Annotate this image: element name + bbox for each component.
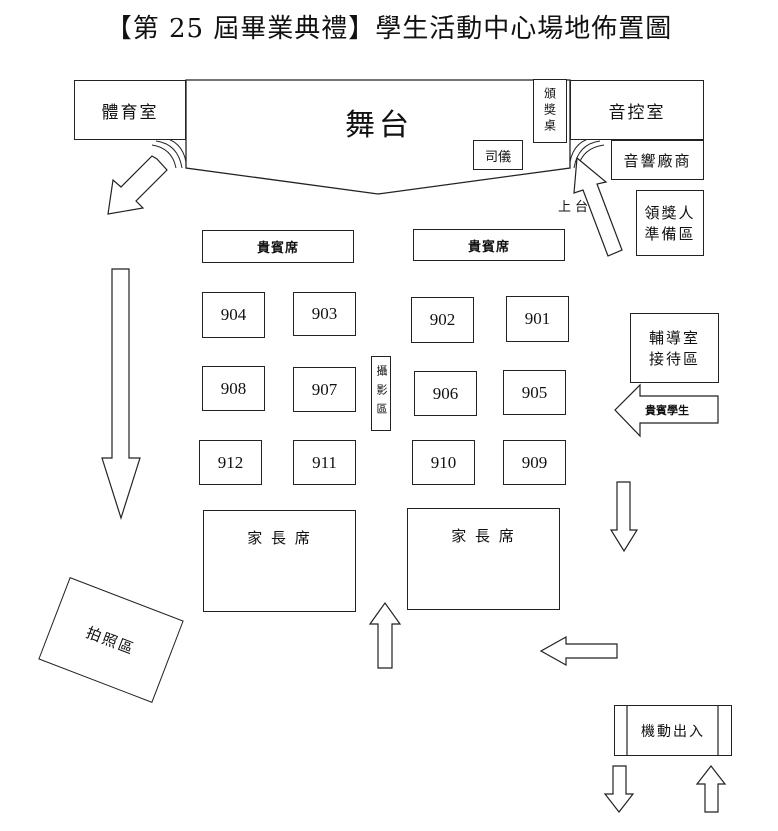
sound-vendor-box: 音響廠商 [611,140,704,180]
class-seat-910: 910 [412,440,475,485]
vip-students-label: 貴賓學生 [645,404,689,417]
class-seat-903: 903 [293,292,356,336]
arrow-enter-up-icon [695,765,727,813]
sound-control-room: 音控室 [570,80,704,140]
arrow-vip-students-icon [614,383,719,438]
class-seat-911: 911 [293,440,356,485]
stage-label: 舞台 [345,108,413,143]
arrow-long-down-icon [101,268,141,520]
vip-seat-left: 貴賓席 [202,230,354,263]
arrow-exit-gym-icon [107,155,168,215]
class-seat-908: 908 [202,366,265,411]
class-seat-906: 906 [414,371,477,416]
photography-area: 攝影區 [371,356,391,431]
award-table: 頒獎桌 [533,79,567,143]
arrow-right-down-icon [609,481,639,553]
class-seat-912: 912 [199,440,262,485]
class-seat-902: 902 [411,297,474,343]
class-seat-907: 907 [293,367,356,412]
counseling-reception-area: 輔導室 接待區 [630,313,719,383]
vip-seat-right: 貴賓席 [413,229,565,261]
vehicle-entry-box: 機動出入 [614,705,732,756]
arrow-left-icon [539,635,618,667]
class-seat-904: 904 [202,292,265,338]
mc-box: 司儀 [473,140,523,170]
page-title: 【第 25 屆畢業典禮】學生活動中心場地佈置圖 [105,14,673,44]
parent-seat-left: 家 長 席 [203,510,356,612]
go-on-stage-label: 上台 [558,200,593,215]
award-prep-area: 領獎人 準備區 [636,190,704,256]
class-seat-901: 901 [506,296,569,342]
parent-seat-right: 家 長 席 [407,508,560,610]
arrow-exit-down-icon [603,765,635,813]
class-seat-905: 905 [503,370,566,415]
arrow-center-up-icon [368,601,402,669]
gym-room: 體育室 [74,80,186,140]
class-seat-909: 909 [503,440,566,485]
stairs-right-icon [569,136,605,169]
arrow-up-to-stage-icon [573,156,623,257]
